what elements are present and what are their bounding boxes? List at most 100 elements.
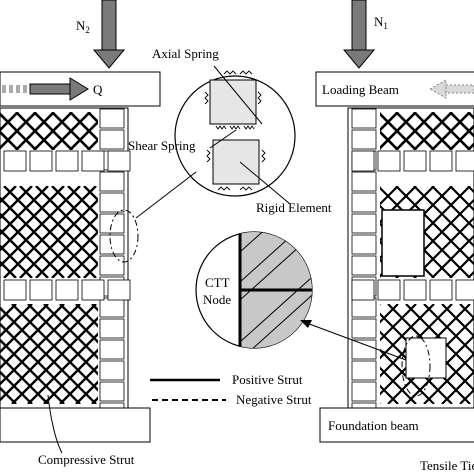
brick-block: [351, 255, 377, 276]
negative-strut-line: [0, 322, 81, 404]
negative-strut-line: [11, 304, 98, 392]
brick-block: [351, 192, 377, 213]
negative-strut-line: [0, 228, 49, 278]
brick-block: [55, 279, 79, 301]
positive-strut-line: [0, 186, 33, 220]
negative-strut-line: [27, 304, 98, 376]
brick-block: [351, 279, 375, 301]
springs: [204, 70, 266, 191]
positive-strut-line: [380, 186, 399, 206]
compressive-strut-label: Compressive Strut: [38, 452, 135, 467]
shear-spring-label: Shear Spring: [128, 138, 196, 153]
brick-block: [403, 150, 427, 172]
negative-strut-line: [405, 304, 474, 374]
brick-block: [351, 297, 377, 318]
tensile-tie-label: Tensile Tie: [420, 458, 474, 473]
negative-strut-line: [380, 330, 453, 404]
positive-strut-line: [380, 304, 399, 324]
brick-block: [99, 192, 125, 213]
brick-block: [99, 318, 125, 339]
positive-strut-line: [423, 352, 474, 404]
foundation-beam-label: Foundation beam: [328, 418, 419, 433]
brick-block: [99, 255, 125, 276]
strut-legend: Positive Strut Negative Strut: [150, 372, 312, 407]
brick-block: [429, 150, 453, 172]
positive-strut-line: [51, 230, 98, 278]
negative-strut-line: [87, 112, 98, 124]
detail-connector-left: [135, 171, 197, 219]
left-wall-body: [0, 107, 139, 423]
negative-strut-line: [0, 196, 81, 278]
brick-block: [351, 108, 377, 129]
horizontal-load-arrow-q: [2, 77, 89, 101]
negative-strut-line: [380, 112, 417, 150]
negative-strut-line: [0, 112, 37, 150]
brick-block: [99, 108, 125, 129]
detail-marker-ellipse: [401, 335, 431, 397]
brick-block: [99, 129, 125, 150]
q-label: Q: [93, 82, 103, 97]
strut-lattice: [380, 112, 474, 150]
positive-strut-line: [380, 186, 417, 224]
positive-strut-line: [380, 112, 399, 132]
positive-strut-line: [0, 304, 33, 338]
negative-strut-line: [59, 304, 98, 344]
positive-strut-line: [0, 112, 19, 132]
ctt-label-line1: CTT: [205, 275, 230, 290]
brick-block: [455, 150, 474, 172]
negative-strut-line: [449, 112, 474, 138]
brick-block: [107, 150, 131, 172]
n2-label: N2: [76, 18, 90, 35]
brick-block: [377, 279, 401, 301]
negative-strut-line: [67, 186, 98, 218]
brick-block: [351, 129, 377, 150]
negative-strut-line: [0, 244, 33, 278]
left-foundation-beam: [0, 407, 151, 443]
negative-strut-line: [380, 348, 435, 404]
strut-lattice: [0, 112, 98, 150]
brick-block: [3, 150, 27, 172]
negative-strut-line: [0, 260, 17, 278]
brick-block: [403, 279, 427, 301]
negative-strut-line: [380, 366, 417, 404]
brick-block: [351, 234, 377, 255]
brick-block: [99, 213, 125, 234]
brick-block: [29, 150, 53, 172]
negative-strut-line: [431, 186, 474, 230]
negative-strut-line: [431, 112, 471, 150]
brick-block: [99, 339, 125, 360]
upper-rigid-element: [209, 79, 257, 125]
negative-strut-line: [441, 304, 474, 338]
loading-beam-label: Loading Beam: [322, 82, 399, 97]
positive-strut-line: [380, 304, 417, 342]
negative-strut-line: [0, 212, 65, 278]
right-wall-model: N1 Loading Beam Foundation beam Tensile …: [315, 0, 474, 473]
brick-block: [99, 360, 125, 381]
strut-lattice: [0, 304, 98, 404]
negative-strut-line: [395, 186, 474, 266]
positive-strut-line: [449, 252, 474, 278]
strut-lattice: [0, 186, 98, 278]
left-wall-model: N2 Q Compressive Strut: [0, 0, 161, 467]
brick-block: [351, 360, 377, 381]
negative-strut-line: [380, 130, 399, 150]
positive-strut-line: [441, 370, 474, 404]
negative-strut-line: [449, 186, 474, 212]
brick-block: [377, 150, 401, 172]
wall-opening: [405, 337, 447, 379]
brick-block: [99, 234, 125, 255]
negative-strut-line: [0, 338, 65, 404]
brick-block: [351, 318, 377, 339]
positive-strut-line: [431, 234, 474, 278]
rigid-element-label: Rigid Element: [256, 200, 332, 215]
ctt-connector-arrow: [300, 320, 407, 361]
negative-strut-line: [0, 354, 49, 404]
load-arrow-n2: [92, 0, 126, 69]
n1-label: N1: [374, 14, 388, 31]
negative-strut-line: [35, 186, 98, 250]
negative-strut-line: [69, 112, 98, 142]
negative-strut-line: [0, 306, 97, 404]
brick-block: [351, 381, 377, 402]
brick-block: [3, 279, 27, 301]
